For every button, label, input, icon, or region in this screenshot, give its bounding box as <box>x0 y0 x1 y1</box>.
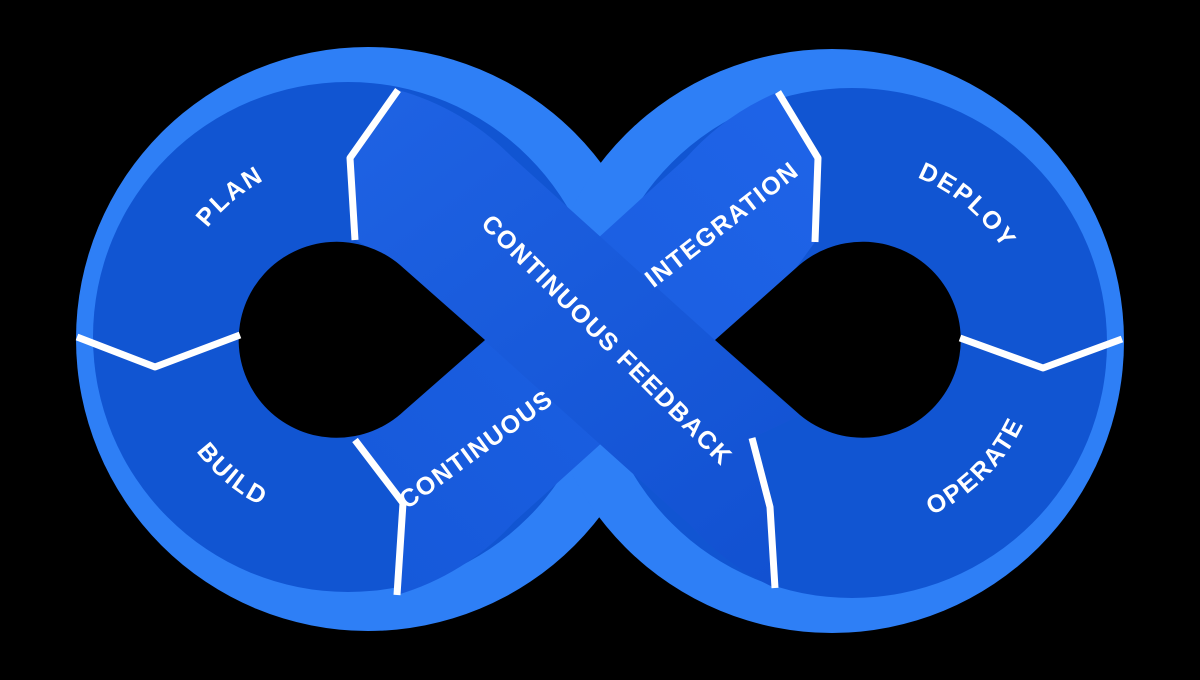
right-loop-hole <box>715 241 961 438</box>
divider-feedback-operate <box>748 437 779 589</box>
segment-dividers <box>75 87 1124 596</box>
continuous-feedback-band <box>350 90 799 588</box>
left-loop-hole <box>238 241 485 438</box>
divider-plan-build <box>75 331 242 371</box>
divider-plan-feedback <box>346 87 401 241</box>
divider-integration-deploy <box>775 90 822 243</box>
divider-build-continuous <box>352 437 407 596</box>
divider-deploy-operate <box>958 334 1124 372</box>
